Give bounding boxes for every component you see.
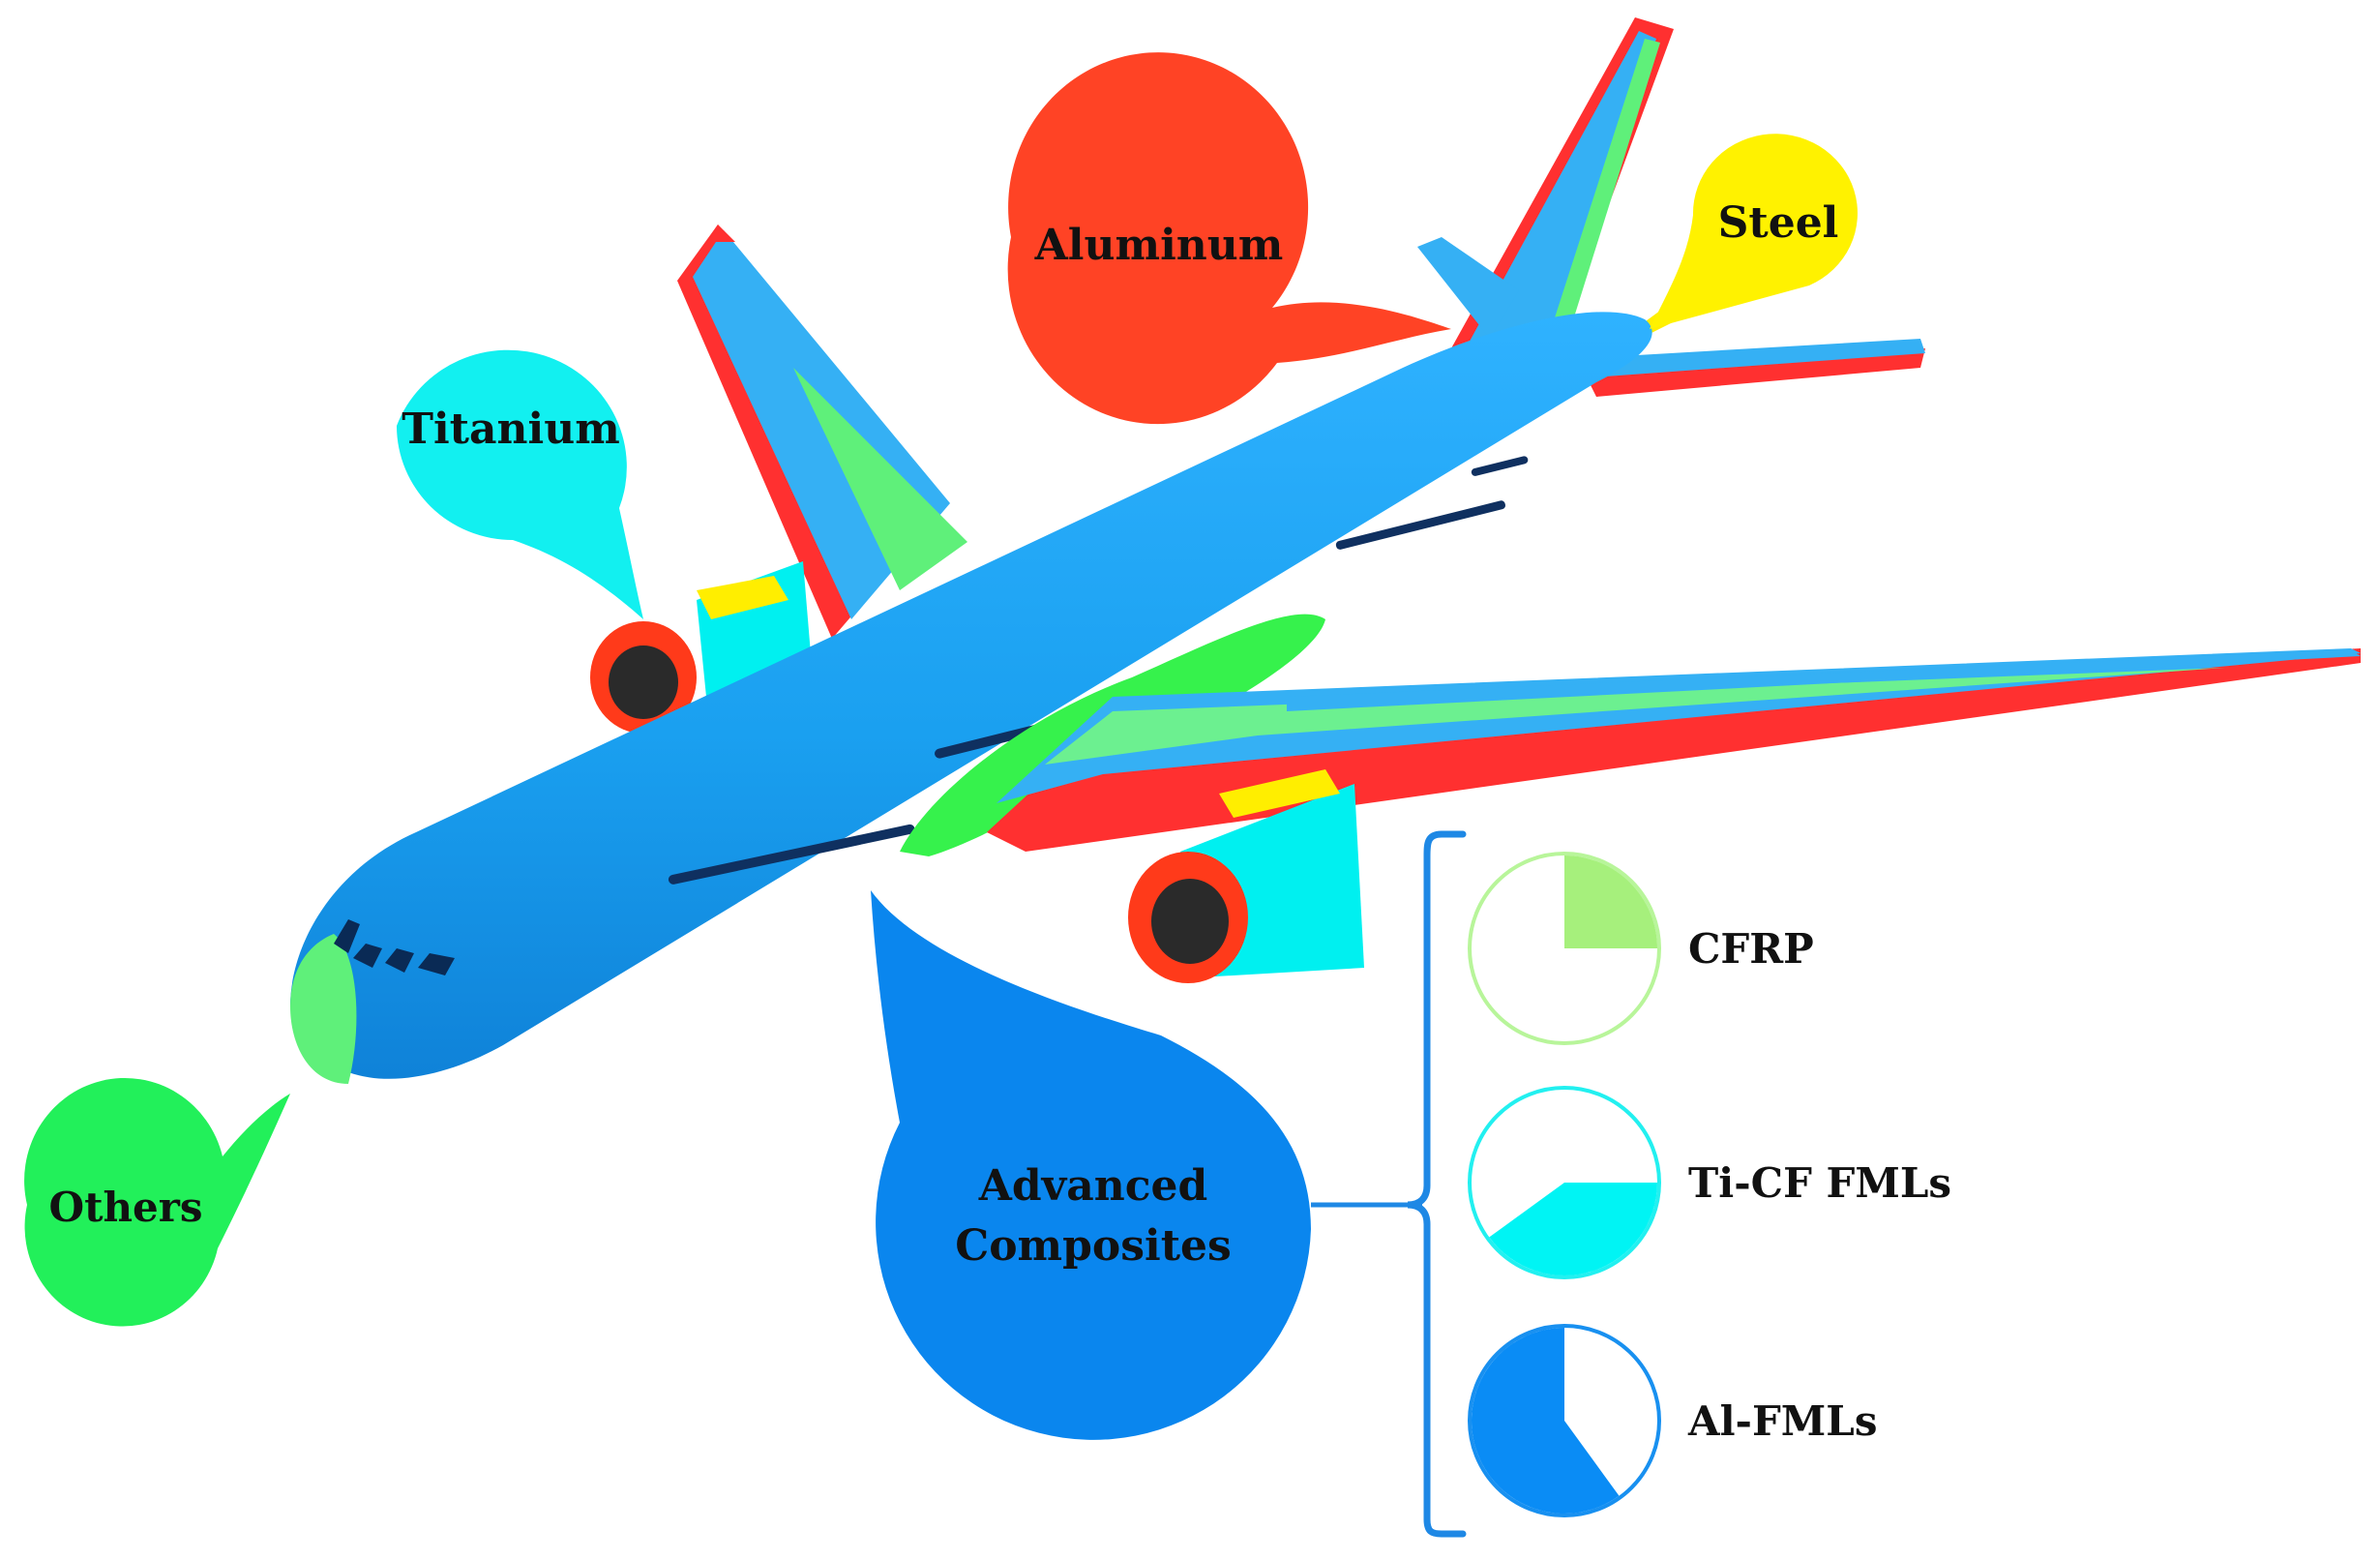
callout-advanced-composites: Advanced Composites [871, 890, 1422, 1440]
label-titanium: Titanium [402, 405, 620, 454]
callout-others: Others [24, 1077, 290, 1327]
vertical-tail [1451, 17, 1674, 348]
far-wing [677, 225, 967, 639]
callout-titanium: Titanium [397, 349, 643, 619]
callout-aluminum: Aluminum [1007, 52, 1451, 425]
composite-label: CFRP [1688, 925, 1814, 973]
label-advanced-line2: Composites [955, 1221, 1232, 1271]
pie-slice [1489, 1183, 1657, 1275]
label-steel: Steel [1718, 198, 1839, 248]
composite-label: Al-FMLs [1687, 1397, 1877, 1445]
pie-slice [1472, 1328, 1620, 1515]
composite-item-al-fmls: Al-FMLs [1468, 1324, 1877, 1517]
pie-slice [1564, 855, 1657, 948]
composite-item-ti-cf-fmls: Ti-CF FMLs [1468, 1086, 1951, 1279]
label-others: Others [48, 1184, 202, 1231]
near-engine [1128, 769, 1364, 983]
brace-bracket [1407, 830, 1467, 1538]
callout-steel: Steel [1650, 134, 1858, 329]
composite-item-cfrp: CFRP [1468, 852, 1814, 1045]
composite-label: Ti-CF FMLs [1688, 1159, 1951, 1207]
label-advanced-line1: Advanced [978, 1161, 1208, 1211]
aircraft [290, 17, 2361, 1084]
label-aluminum: Aluminum [1034, 221, 1284, 270]
